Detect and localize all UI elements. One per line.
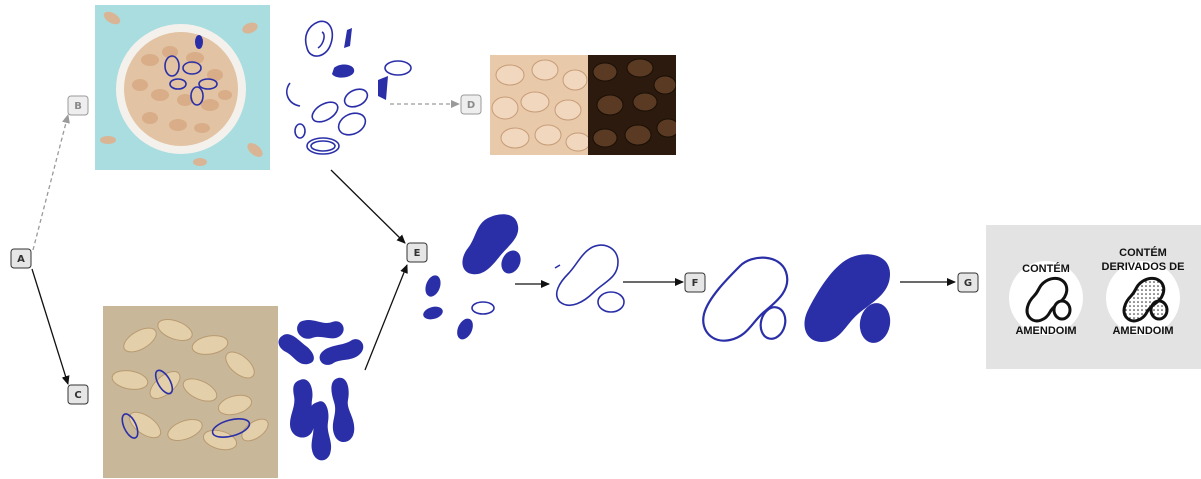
arrow-inshell-to-e [364,264,408,371]
node-c-label: C [74,390,81,401]
photo-bowl-peanuts [95,5,270,170]
node-e: E [406,242,428,263]
arrow-a-to-b [32,114,70,251]
badge-derivatives-bottom-text: AMENDOIM [1112,325,1173,337]
node-b-label: B [74,101,82,112]
drawn-inshell-peanut-shapes [278,320,364,461]
peanut-outline-icon [702,256,789,342]
badge-derivatives-top-line1: CONTÉM [1119,246,1167,259]
drawn-peanut-outline-sketch [554,244,625,313]
peanut-outline-icon [1025,276,1072,323]
photo-inshell-peanuts [103,306,278,478]
badge-contains-bottom-text: AMENDOIM [1015,325,1076,337]
drawn-e-small-outline [471,301,495,315]
badge-derivatives-top-line2: DERIVADOS DE [1102,261,1185,273]
badge-contains-top-text: CONTÉM [1022,262,1070,275]
node-f-label: F [692,278,699,289]
peanut-filled-icon [804,254,891,343]
photo-peanuts-vs-coffee [490,55,676,155]
node-d: D [460,94,482,115]
node-c: C [67,384,89,405]
arrow-a-to-c [31,268,70,385]
node-f: F [684,272,706,293]
badge-contains-peanut-derivatives: CONTÉM DERIVADOS DE AMENDOIM [1102,246,1185,337]
node-a: A [10,248,32,269]
node-g: G [957,272,979,293]
node-d-label: D [467,100,475,111]
node-g-label: G [964,278,972,289]
drawn-shelled-peanut-outlines [286,20,412,155]
badge-contains-peanut: CONTÉM AMENDOIM [1009,261,1083,337]
drawn-e-peanut-shapes [423,214,521,340]
arrow-bowl-to-e [330,169,406,244]
node-a-label: A [17,254,25,265]
peanut-dotted-icon [1122,276,1169,323]
node-e-label: E [414,248,421,259]
flow-arrows [31,100,956,385]
node-b: B [67,95,89,116]
